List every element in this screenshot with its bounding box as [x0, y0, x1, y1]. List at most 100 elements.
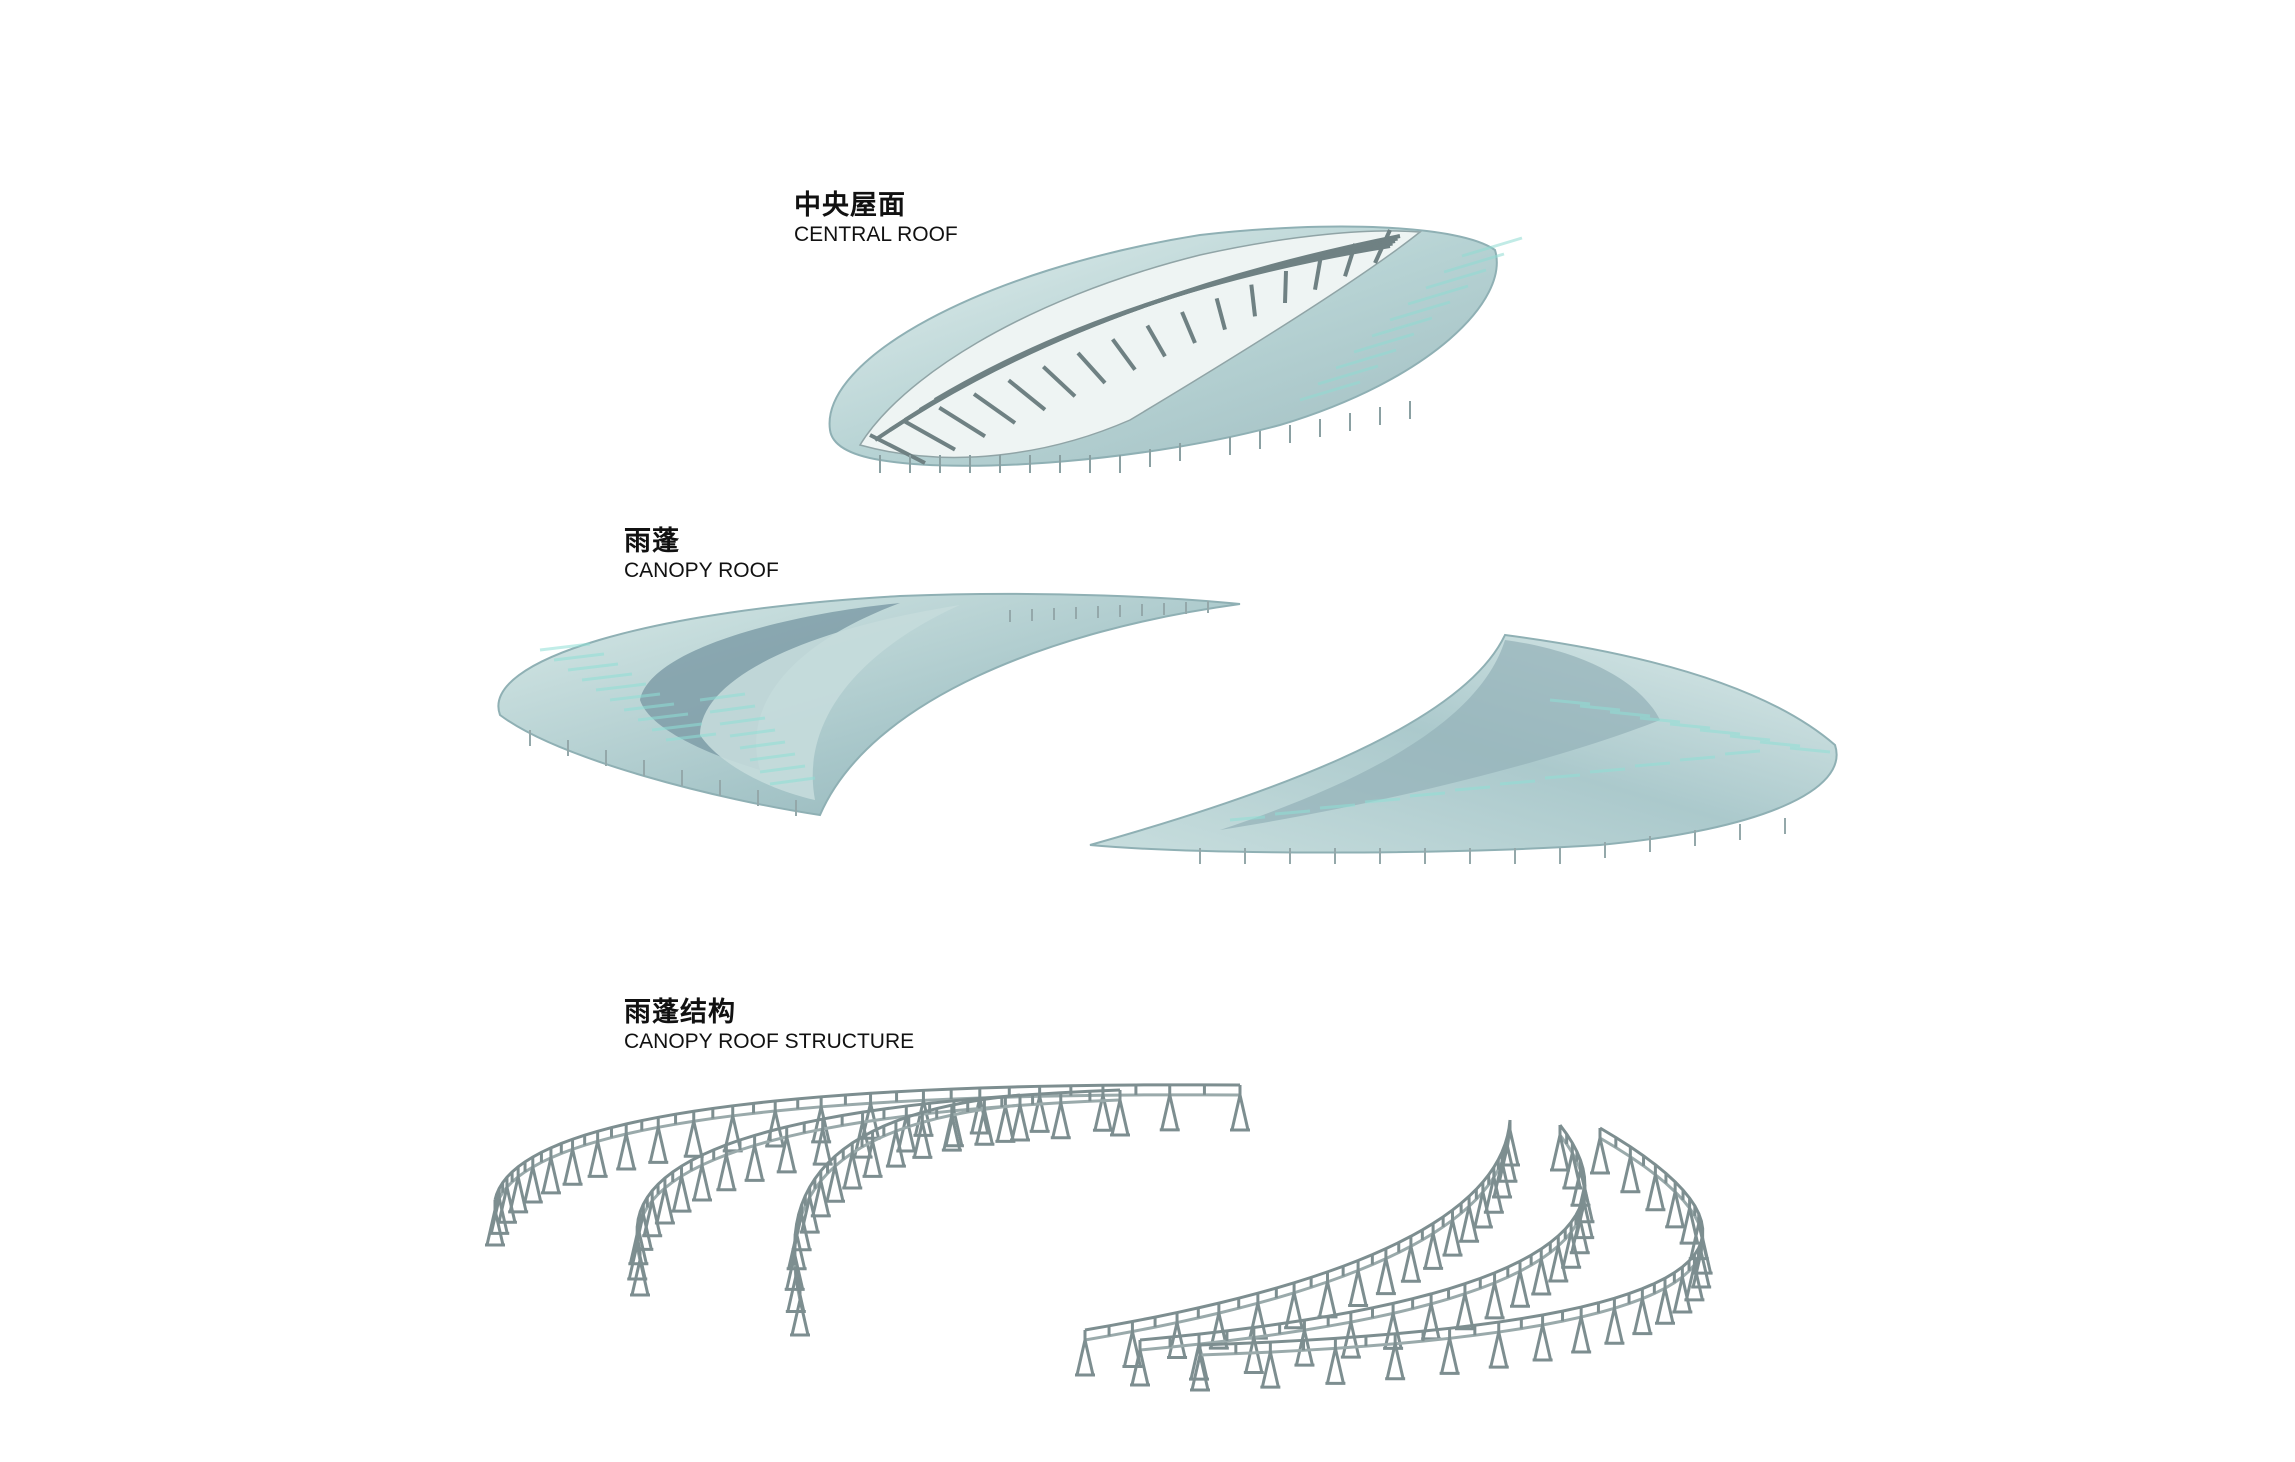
canopy-right-panel-stripe	[1639, 716, 1681, 724]
central-roof-panels	[1299, 236, 1523, 402]
structure-right-middle-support-leg	[1579, 1169, 1590, 1206]
structure-left-outer-support-leg	[588, 1140, 600, 1177]
structure-left-outer-support-leg	[1160, 1094, 1172, 1131]
structure-right-middle-support-leg	[1569, 1231, 1581, 1268]
canopy-right-panel-stripe	[1454, 785, 1491, 792]
structure-left-outer-support-leg	[549, 1157, 561, 1194]
central-grid-beam	[1007, 378, 1047, 412]
central-roof-panel-stripe	[1317, 364, 1379, 386]
structure-right-outer-support-leg	[1672, 1276, 1684, 1313]
structure-right-inner-support-leg	[1256, 1302, 1268, 1339]
canopy-right-panel-stripe	[1319, 803, 1356, 810]
structure-right-outer-support-leg	[1497, 1331, 1509, 1368]
structure-left-middle-support-leg	[821, 1128, 833, 1165]
structure-left-inner-support-leg	[819, 1180, 831, 1217]
structure-left-middle-support-leg	[680, 1175, 691, 1212]
structure-right-middle-support-leg	[1463, 1293, 1475, 1330]
canopy-right-panel-stripe	[1789, 746, 1831, 754]
central-roof-panel-stripe	[1335, 348, 1397, 370]
structure-left-middle-support-leg	[628, 1228, 640, 1265]
structure-right-middle-support-leg	[1130, 1349, 1142, 1386]
structure-right-middle-support-leg	[1510, 1270, 1522, 1307]
structure-left-inner-support-leg	[811, 1180, 823, 1217]
structure-right-outer-support-leg	[1604, 1307, 1616, 1344]
structure-left-inner-support-leg	[800, 1196, 812, 1233]
structure-right-outer-support-leg	[1385, 1343, 1397, 1380]
canopy-left-panel-stripe	[651, 722, 703, 732]
canopy-structure-title-en: CANOPY ROOF STRUCTURE	[624, 1030, 915, 1053]
structure-right-inner-support-leg	[1376, 1258, 1388, 1294]
canopy-right-panel-stripe	[1724, 749, 1761, 756]
structure-left-inner-support-leg	[950, 1114, 962, 1151]
structure-right-inner-support-leg	[1122, 1331, 1134, 1367]
structure-right-middle-support-leg	[1582, 1202, 1594, 1238]
canopy-left-panel-stripe	[567, 662, 619, 672]
structure-left-middle-support-leg	[1051, 1102, 1063, 1139]
structure-right-inner-support-leg	[1423, 1233, 1435, 1269]
structure-right-inner-support-leg	[1473, 1191, 1485, 1228]
canopy-right-panel-stripe	[1589, 767, 1626, 774]
structure-right-middle-support-leg	[1455, 1293, 1467, 1330]
structure-right-inner-support-leg	[1356, 1270, 1368, 1306]
canopy-roof-right	[1089, 633, 1838, 864]
structure-right-middle-support-leg	[1531, 1258, 1543, 1295]
structure-left-inner-support-leg	[982, 1108, 994, 1145]
structure-right-outer-support-leg	[1620, 1156, 1632, 1193]
structure-right-middle-support-leg	[1548, 1245, 1560, 1282]
structure-right-middle-support-leg	[1561, 1231, 1573, 1268]
central-roof-title-cn: 中央屋面	[794, 190, 906, 221]
central-grid-beam	[938, 405, 987, 439]
structure-right-inner-support-leg	[1348, 1270, 1360, 1306]
structure-right-outer-support-leg	[1689, 1223, 1701, 1259]
canopy-structure-title-cn: 雨蓬结构	[624, 997, 736, 1028]
structure-left-inner-support-leg	[795, 1233, 807, 1270]
structure-left-outer-support-leg	[648, 1126, 660, 1163]
structure-left-middle-support-leg	[813, 1128, 825, 1165]
canopy-right-panel-stripe	[1549, 698, 1591, 706]
structure-right-outer-support-leg	[1571, 1316, 1583, 1353]
central-roof-supports	[879, 401, 1411, 473]
canopy-left-band-light	[700, 605, 960, 800]
structure-left-outer-support-leg	[1030, 1095, 1042, 1132]
structure-right-inner-support-leg	[1443, 1219, 1454, 1256]
structure-left-inner-support-leg	[785, 1254, 797, 1290]
structure-left-middle-support-leg	[745, 1145, 757, 1181]
central-grid-beam	[1180, 311, 1197, 344]
structure-right-middle-support-leg	[1556, 1245, 1568, 1282]
structure-right-inner-support-leg	[1492, 1161, 1504, 1198]
central-roof-title-en: CENTRAL ROOF	[794, 223, 958, 246]
structure-left-inner-support-leg	[850, 1152, 862, 1189]
structure-right-outer-support-leg	[1198, 1354, 1210, 1391]
central-grid-beam	[1313, 256, 1323, 291]
structure-left-outer-support-leg	[497, 1197, 509, 1234]
structure-right-middle-support-leg	[1558, 1134, 1570, 1171]
structure-right-middle-support-leg	[1341, 1321, 1353, 1358]
structure-left-middle-support-leg	[633, 1213, 645, 1250]
canopy-right-panel-stripe	[1364, 797, 1401, 804]
structure-right-outer-support-leg	[1632, 1298, 1644, 1335]
structure-right-middle-support-leg	[1294, 1329, 1306, 1366]
canopy-right-panel-stripe	[1609, 710, 1651, 718]
structure-left-inner-support-leg	[894, 1130, 906, 1167]
canopy-left-supports	[529, 601, 1209, 816]
canopy-right-band-dark	[1220, 640, 1660, 830]
structure-right-outer-support-leg	[1628, 1156, 1640, 1193]
structure-right-outer-support-leg	[1268, 1351, 1280, 1388]
canopy-right-panels	[1229, 698, 1831, 822]
canopy-left-panel-stripe	[609, 692, 661, 702]
structure-left-outer-support-leg	[497, 1186, 509, 1223]
structure-left-outer-support-leg	[1038, 1095, 1050, 1132]
structure-left-outer-support-leg	[508, 1176, 520, 1213]
structure-left-outer-support-leg	[1238, 1094, 1250, 1131]
central-grid-beam	[1214, 297, 1227, 331]
central-roof	[828, 225, 1523, 473]
canopy-left-panel-stripe	[709, 704, 756, 714]
structure-left-outer-support-leg	[541, 1157, 553, 1194]
structure-right-inner-support-leg	[1384, 1258, 1396, 1294]
central-grid-beam	[869, 433, 926, 465]
canopy-right-panel-stripe	[1679, 755, 1716, 762]
structure-right-outer-support-leg	[1590, 1137, 1602, 1174]
structure-right-inner-support-leg	[1467, 1205, 1479, 1242]
structure-left-inner-support-leg	[794, 1276, 806, 1312]
